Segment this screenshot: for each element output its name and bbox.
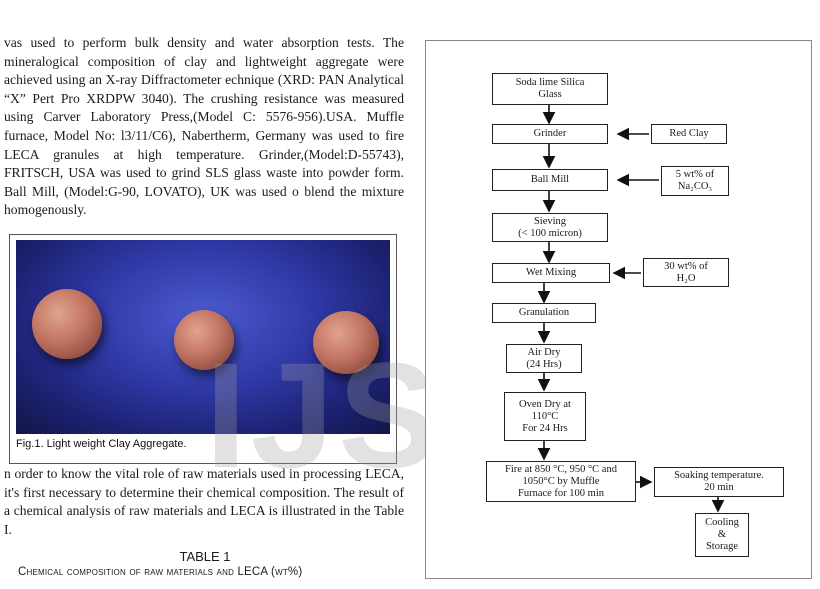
- oven-dry-line3: For 24 Hrs: [522, 422, 568, 434]
- flow-box-wet-mixing: Wet Mixing: [492, 263, 610, 283]
- flow-box-soaking: Soaking temperature. 20 min: [654, 467, 784, 497]
- flow-box-grinder: Grinder: [492, 124, 608, 144]
- left-column: vas used to perform bulk density and wat…: [4, 35, 404, 578]
- oven-dry-line2: 110°C: [531, 410, 559, 422]
- flow-box-cooling-storage: Cooling & Storage: [695, 513, 749, 557]
- flow-box-sieving: Sieving (< 100 micron): [492, 213, 608, 242]
- flow-box-granulation: Granulation: [492, 303, 596, 323]
- grinder-label: Grinder: [533, 128, 567, 139]
- flowchart-panel: Soda lime Silica Glass Grinder Red Clay …: [425, 40, 812, 579]
- fire-line1: Fire at 850 °C, 950 °C and: [505, 463, 617, 475]
- clay-aggregate-photo: [16, 240, 390, 434]
- cooling-line2: &: [717, 529, 727, 540]
- flow-box-fire: Fire at 850 °C, 950 °C and 1050°C by Muf…: [486, 461, 636, 502]
- aggregate-ball-1: [32, 289, 102, 359]
- soaking-line1: Soaking temperature.: [674, 470, 764, 481]
- cooling-line1: Cooling: [705, 517, 739, 528]
- table-title: TABLE 1: [179, 549, 231, 564]
- table-subtitle: Chemical composition of raw materials an…: [18, 566, 303, 578]
- wet-mixing-label: Wet Mixing: [525, 267, 577, 278]
- flow-box-air-dry: Air Dry (24 Hrs): [506, 344, 582, 373]
- h2o-line2: H₂O: [676, 272, 696, 284]
- cooling-line3: Storage: [705, 541, 739, 552]
- soda-lime-line2: Glass: [538, 89, 562, 100]
- na2co3-line2: Na₂CO₃: [677, 181, 713, 192]
- aggregate-ball-3: [313, 311, 379, 374]
- ball-mill-label: Ball Mill: [530, 174, 570, 185]
- air-dry-line2: (24 Hrs): [526, 358, 562, 370]
- soaking-line2: 20 min: [704, 482, 734, 493]
- flow-box-na2co3: 5 wt% of Na₂CO₃: [661, 166, 729, 196]
- chemical-composition-paragraph: n order to know the vital role of raw ma…: [4, 466, 404, 537]
- figure-caption: Fig.1. Light weight Clay Aggregate.: [16, 438, 187, 450]
- fire-line3: Furnace for 100 min: [517, 487, 605, 499]
- oven-dry-line1: Oven Dry at: [519, 398, 571, 410]
- soda-lime-line1: Soda lime Silica: [515, 77, 585, 88]
- sieving-line2: (< 100 micron): [518, 227, 582, 239]
- red-clay-label: Red Clay: [669, 128, 709, 139]
- figure-1: Fig.1. Light weight Clay Aggregate.: [9, 234, 397, 464]
- flow-box-h2o: 30 wt% of H₂O: [643, 258, 729, 287]
- na2co3-line1: 5 wt% of: [675, 169, 715, 180]
- flowchart-arrows: [537, 105, 725, 513]
- h2o-line1: 30 wt% of: [664, 260, 708, 272]
- flow-box-red-clay: Red Clay: [651, 124, 727, 144]
- granulation-label: Granulation: [518, 307, 570, 318]
- aggregate-ball-2: [174, 310, 234, 370]
- flow-box-soda-lime-glass: Soda lime Silica Glass: [492, 73, 608, 105]
- sieving-line1: Sieving: [533, 215, 567, 227]
- fire-line2: 1050°C by Muffle: [522, 475, 600, 487]
- flow-box-ball-mill: Ball Mill: [492, 169, 608, 191]
- methods-paragraph: vas used to perform bulk density and wat…: [4, 35, 404, 218]
- flow-box-oven-dry: Oven Dry at 110°C For 24 Hrs: [504, 392, 586, 441]
- air-dry-line1: Air Dry: [527, 346, 561, 358]
